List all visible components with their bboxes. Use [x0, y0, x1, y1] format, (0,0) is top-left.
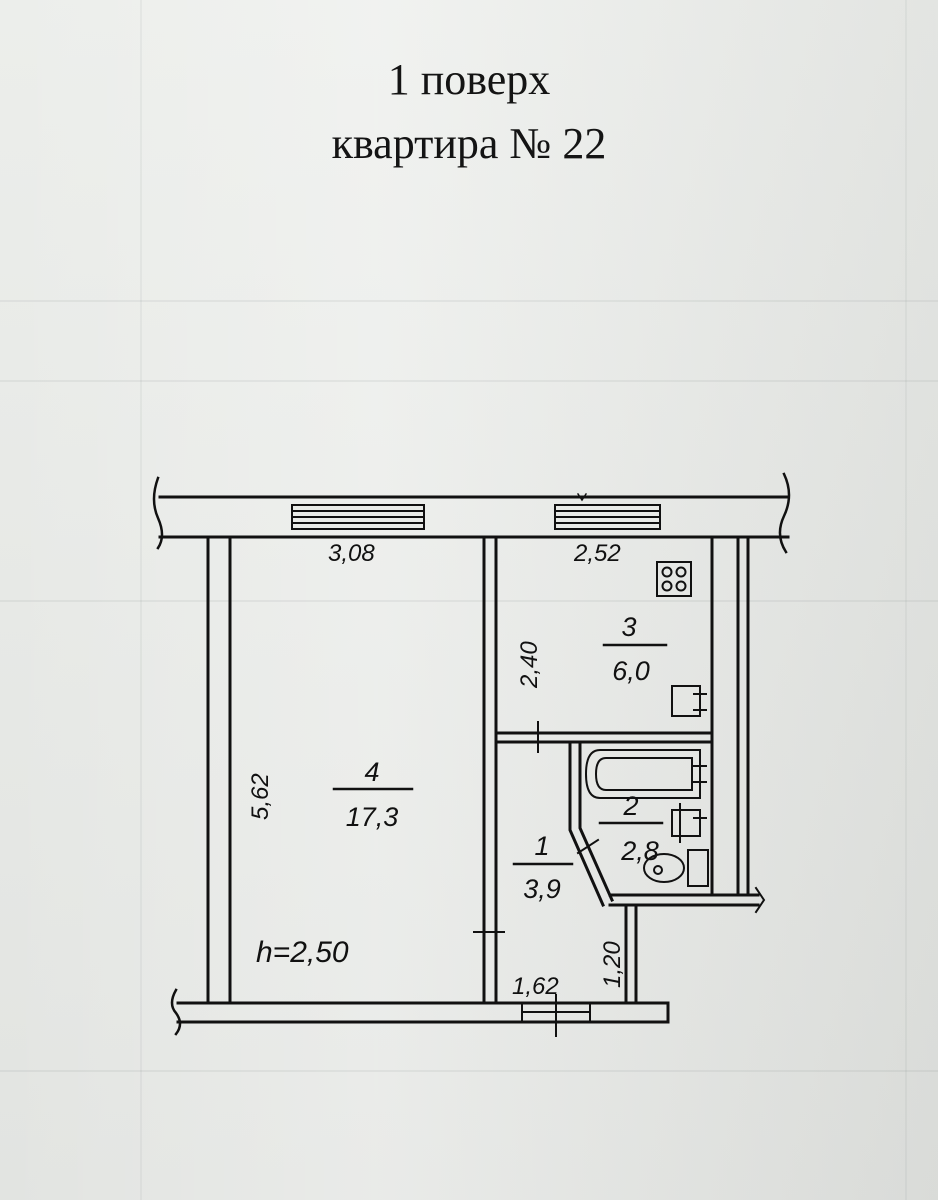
background-rule: [140, 0, 142, 1200]
dimension-room3-length: 2,40: [516, 641, 543, 689]
room4-area: 17,3: [346, 802, 399, 832]
top-exterior-wall: [152, 472, 791, 554]
window-room3: [554, 504, 661, 530]
background-rule: [0, 600, 938, 602]
window-marker: [576, 492, 588, 502]
room1-number: 1: [534, 831, 549, 861]
floor-title: 1 поверх: [387, 55, 551, 104]
room3-number: 3: [621, 612, 636, 642]
dimension-corridor-length: 1,20: [599, 941, 626, 988]
apartment-title: квартира № 22: [331, 119, 607, 168]
right-exterior-wall: [608, 535, 766, 914]
partition-room3: [494, 721, 714, 753]
room1-area: 3,9: [523, 874, 561, 904]
window-room4: [291, 504, 425, 530]
kitchen-sink-icon: [671, 685, 707, 717]
background-rule: [0, 1070, 938, 1072]
ceiling-height: h=2,50: [256, 936, 349, 969]
washbasin-icon: [671, 803, 707, 843]
bottom-exterior-wall: [170, 988, 670, 1036]
left-exterior-wall: [206, 535, 232, 1005]
entrance-door: [521, 994, 591, 1037]
dimension-room4-width: 3,08: [328, 540, 375, 567]
bathroom-walls: [568, 740, 638, 1005]
dimension-room3-width: 2,52: [573, 540, 621, 567]
background-rule: [905, 0, 907, 1200]
room2-number: 2: [622, 791, 638, 821]
dimension-labels: 3,08 2,52 5,62 2,40 1,62 1,20: [247, 540, 626, 1000]
room-labels: 4 17,3 3 6,0 2 2,8 1 3,9: [332, 612, 668, 904]
room4-number: 4: [364, 757, 379, 787]
partition-room4: [473, 535, 505, 1005]
dimension-room4-length: 5,62: [247, 773, 274, 820]
bathtub-icon: [584, 749, 707, 799]
room2-area: 2,8: [620, 836, 659, 866]
stove-icon: [656, 561, 692, 597]
background-rule: [0, 300, 938, 302]
dimension-corridor-width: 1,62: [512, 973, 559, 1000]
toilet-icon: [643, 849, 709, 887]
room3-area: 6,0: [612, 656, 650, 686]
background-rule: [0, 380, 938, 382]
